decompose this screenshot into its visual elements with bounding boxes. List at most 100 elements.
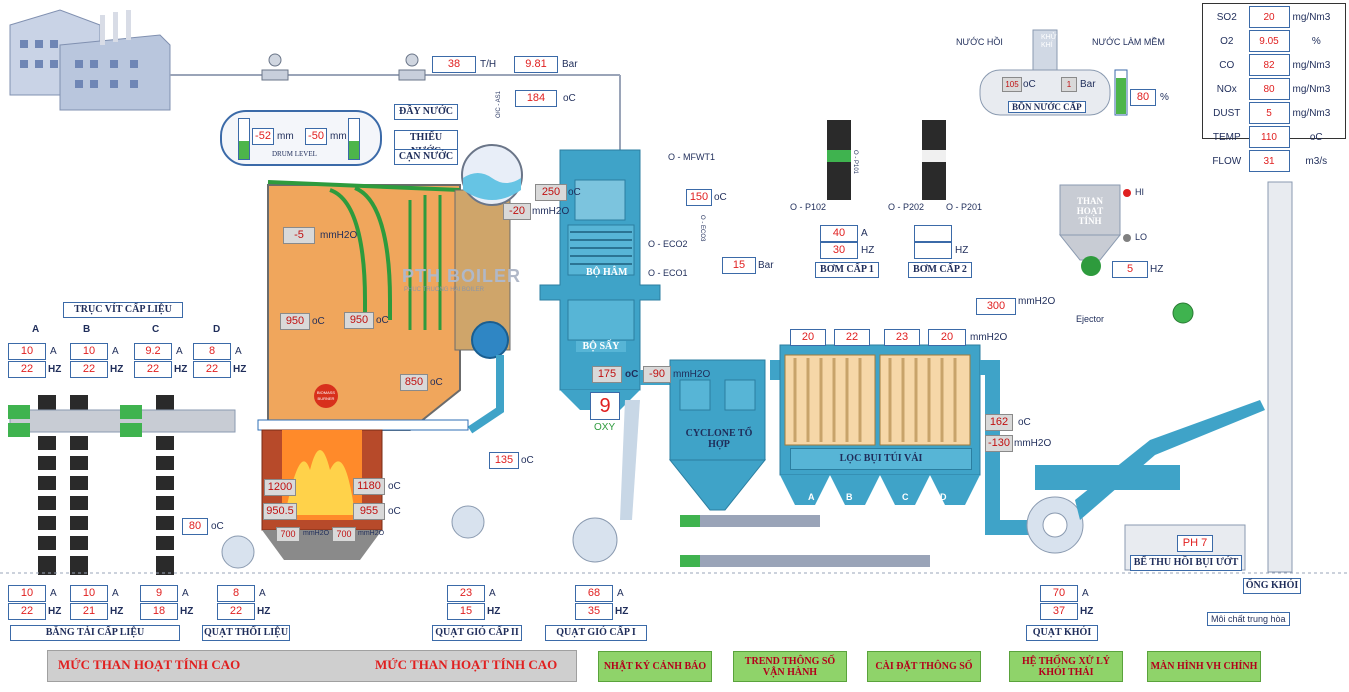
valve-p202[interactable]: O - P202 <box>888 202 925 212</box>
furnace-temp-250-unit: oC <box>568 187 581 198</box>
deaerator-pressure-unit: Bar <box>1080 79 1096 90</box>
bagfilter-dp-unit: mmH2O <box>970 332 1008 343</box>
grate-temp-1180: 1180 <box>353 478 385 495</box>
valve-mfwt1[interactable]: O - MFWT1 <box>668 152 715 162</box>
deaerator-level-unit: % <box>1160 92 1169 103</box>
fan2-title: QUẠT GIÓ CẤP II <box>432 625 522 641</box>
grate-temp-955-unit: oC <box>388 506 401 517</box>
furnace-temp-950a-unit: oC <box>312 316 325 327</box>
feeder-c-freq-unit: HZ <box>174 364 188 375</box>
outlet-temp-162: 162 <box>985 414 1013 431</box>
furnace-temp-850: 850 <box>400 374 428 391</box>
nav-alarm-log-button[interactable]: NHẬT KÝ CẢNH BÁO <box>598 651 712 682</box>
grate-temp-1200: 1200 <box>264 479 296 496</box>
pump1-freq: 30 <box>820 242 858 259</box>
oxygen-label: OXY <box>594 422 616 433</box>
carbon-feeder-freq-unit: HZ <box>1150 264 1164 275</box>
hopper-d: D <box>940 492 947 502</box>
valve-p201[interactable]: O - P201 <box>946 202 983 212</box>
bagfilter-title: LỌC BỤI TÚI VẢI <box>790 448 972 470</box>
fan2-current-unit: A <box>489 588 496 599</box>
feeder-a-current: 10 <box>8 343 46 360</box>
outlet-temp-unit: oC <box>1018 417 1031 428</box>
deaerator-level: 80 <box>1130 89 1156 106</box>
pump2-title: BƠM CẤP 2 <box>908 262 972 278</box>
feeder-c-current: 9.2 <box>134 343 172 360</box>
valve-eco1[interactable]: O - ECO1 <box>648 268 688 278</box>
nav-main-screen-button[interactable]: MÀN HÌNH VH CHÍNH <box>1147 651 1261 682</box>
feeder-a-freq-unit: HZ <box>48 364 62 375</box>
conveyor-3-freq-unit: HZ <box>180 606 194 617</box>
conveyor-2-current: 10 <box>70 585 108 602</box>
fan1-freq-unit: HZ <box>615 606 629 617</box>
drum-level-1-value: -52 <box>252 128 274 145</box>
bagfilter-dp-1: 20 <box>790 329 826 346</box>
bagfilter-dp-4: 20 <box>928 329 966 346</box>
deaerator-temp-unit: oC <box>1023 79 1036 90</box>
feeder-col-c: C <box>152 324 160 335</box>
conveyor-3-freq: 18 <box>140 603 178 620</box>
nav-settings-button[interactable]: CÀI ĐẶT THÔNG SỐ <box>867 651 981 682</box>
deaerator-vent-label: KHỬ KHÍ <box>1041 34 1057 49</box>
feeder-c-current-unit: A <box>176 346 183 357</box>
feeder-col-a: A <box>32 324 40 335</box>
idfan-freq-unit: HZ <box>1080 606 1094 617</box>
feeder-b-freq-unit: HZ <box>110 364 124 375</box>
grate-temp-950-5: 950.5 <box>263 503 297 520</box>
hopper-c: C <box>902 492 909 502</box>
economizer-pressure-unit: Bar <box>758 260 774 271</box>
conveyor-1-current: 10 <box>8 585 46 602</box>
conveyor-3-current-unit: A <box>182 588 189 599</box>
pump2-freq-unit: HZ <box>955 245 969 256</box>
deaerator-temp: 105 <box>1002 77 1022 92</box>
fan1-current-unit: A <box>617 588 624 599</box>
fan2-current: 23 <box>447 585 485 602</box>
steam-pressure-value: 9.81 <box>514 56 558 73</box>
sec-air-temp-135: 135 <box>489 452 519 469</box>
furnace-pressure-neg20-unit: mmH2O <box>532 206 570 217</box>
feeder-d-current-unit: A <box>235 346 242 357</box>
economizer-pressure-15: 15 <box>722 257 756 274</box>
primary-fan-icon <box>572 517 618 563</box>
nav-flue-treatment-button[interactable]: HỆ THỐNG XỬ LÝ KHÓI THẢI <box>1009 651 1123 682</box>
pump2-freq <box>914 242 952 259</box>
bag-filter-unit <box>770 344 981 505</box>
valve-p102[interactable]: O - P102 <box>790 202 827 212</box>
cyclone-title: CYCLONE TỔ HỢP <box>685 428 753 450</box>
furnace-temp-950a: 950 <box>280 313 310 330</box>
conveyor-1-current-unit: A <box>50 588 57 599</box>
grate-temp-1180-unit: oC <box>388 481 401 492</box>
airheater-pressure-unit: mmH2O <box>673 369 711 380</box>
air-pressure-700b-unit: mmH2O <box>358 530 385 537</box>
valve-p101[interactable]: O - P101 <box>852 150 858 175</box>
conveyor-2-freq-unit: HZ <box>110 606 124 617</box>
cyclone-unit <box>668 359 767 511</box>
steam-temp-value: 184 <box>515 90 557 107</box>
valve-eco3[interactable]: O - ECO3 <box>699 215 705 242</box>
outlet-pressure-neg130: -130 <box>985 435 1013 452</box>
valve-eco2[interactable]: O - ECO2 <box>648 239 688 249</box>
conveyor-1-freq: 22 <box>8 603 46 620</box>
fuel-fan-current: 8 <box>217 585 255 602</box>
factory-icon <box>9 9 171 111</box>
carbon-low-label: LO <box>1135 232 1148 242</box>
drum-level-2-value: -50 <box>305 128 327 145</box>
scrubber-title: BỂ THU HỒI BỤI ƯỚT <box>1130 555 1242 571</box>
flow-meter-icon <box>261 53 289 81</box>
conveyor-2-current-unit: A <box>112 588 119 599</box>
fan2-freq: 15 <box>447 603 485 620</box>
feeder-a-current-unit: A <box>50 346 57 357</box>
feeder-d-freq: 22 <box>193 361 231 378</box>
idfan-title: QUẠT KHÓI <box>1026 625 1098 641</box>
deaerator-inlet-soft: NƯỚC LÀM MỀM <box>1092 37 1165 47</box>
carbon-feeder-freq: 5 <box>1112 261 1148 278</box>
air-pressure-700b: 700 <box>332 527 356 542</box>
nav-trend-button[interactable]: TREND THÔNG SỐ VẬN HÀNH <box>733 651 847 682</box>
fan1-current: 68 <box>575 585 613 602</box>
